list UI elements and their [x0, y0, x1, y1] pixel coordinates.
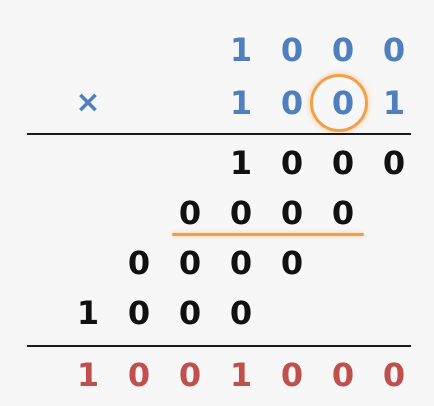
- multiplicand-digit: 0: [280, 31, 304, 69]
- partial-product-row: 0 0 0 0: [0, 243, 434, 283]
- partial-digit: 0: [178, 194, 202, 232]
- partial-digit: 0: [178, 294, 202, 332]
- multiplicand-digit: 0: [331, 31, 355, 69]
- partial-digit: 0: [331, 144, 355, 182]
- highlight-underline: [172, 233, 364, 236]
- multiplier-digit: 1: [382, 84, 406, 122]
- result-digit: 0: [382, 356, 406, 394]
- multiplier-digit: 1: [229, 84, 253, 122]
- result-digit: 0: [127, 356, 151, 394]
- highlight-circle: [310, 74, 368, 132]
- partial-product-row: 1 0 0 0: [0, 143, 434, 183]
- result-digit: 0: [280, 356, 304, 394]
- multiply-operator: ×: [75, 85, 101, 120]
- partial-digit: 0: [178, 244, 202, 282]
- multiplier-digit: 0: [280, 84, 304, 122]
- partial-digit: 0: [229, 194, 253, 232]
- multiplicand-digit: 0: [382, 31, 406, 69]
- multiplier-row: × 1 0 0 1: [0, 83, 434, 123]
- partial-digit: 0: [127, 244, 151, 282]
- partial-digit: 0: [229, 294, 253, 332]
- partial-digit: 0: [280, 194, 304, 232]
- multiplicand-digit: 1: [229, 31, 253, 69]
- partial-digit: 0: [280, 144, 304, 182]
- partial-digit: 0: [331, 194, 355, 232]
- result-digit: 0: [178, 356, 202, 394]
- result-digit: 1: [229, 356, 253, 394]
- partial-product-row: 0 0 0 0: [0, 193, 434, 233]
- bottom-rule: [27, 345, 411, 347]
- partial-digit: 0: [280, 244, 304, 282]
- partial-product-row: 1 0 0 0: [0, 293, 434, 333]
- top-rule: [27, 133, 411, 135]
- partial-digit: 1: [229, 144, 253, 182]
- partial-digit: 0: [229, 244, 253, 282]
- result-digit: 0: [331, 356, 355, 394]
- result-digit: 1: [76, 356, 100, 394]
- partial-digit: 1: [76, 294, 100, 332]
- partial-digit: 0: [382, 144, 406, 182]
- result-row: 1 0 0 1 0 0 0: [0, 355, 434, 395]
- partial-digit: 0: [127, 294, 151, 332]
- multiplicand-row: 1 0 0 0: [0, 30, 434, 70]
